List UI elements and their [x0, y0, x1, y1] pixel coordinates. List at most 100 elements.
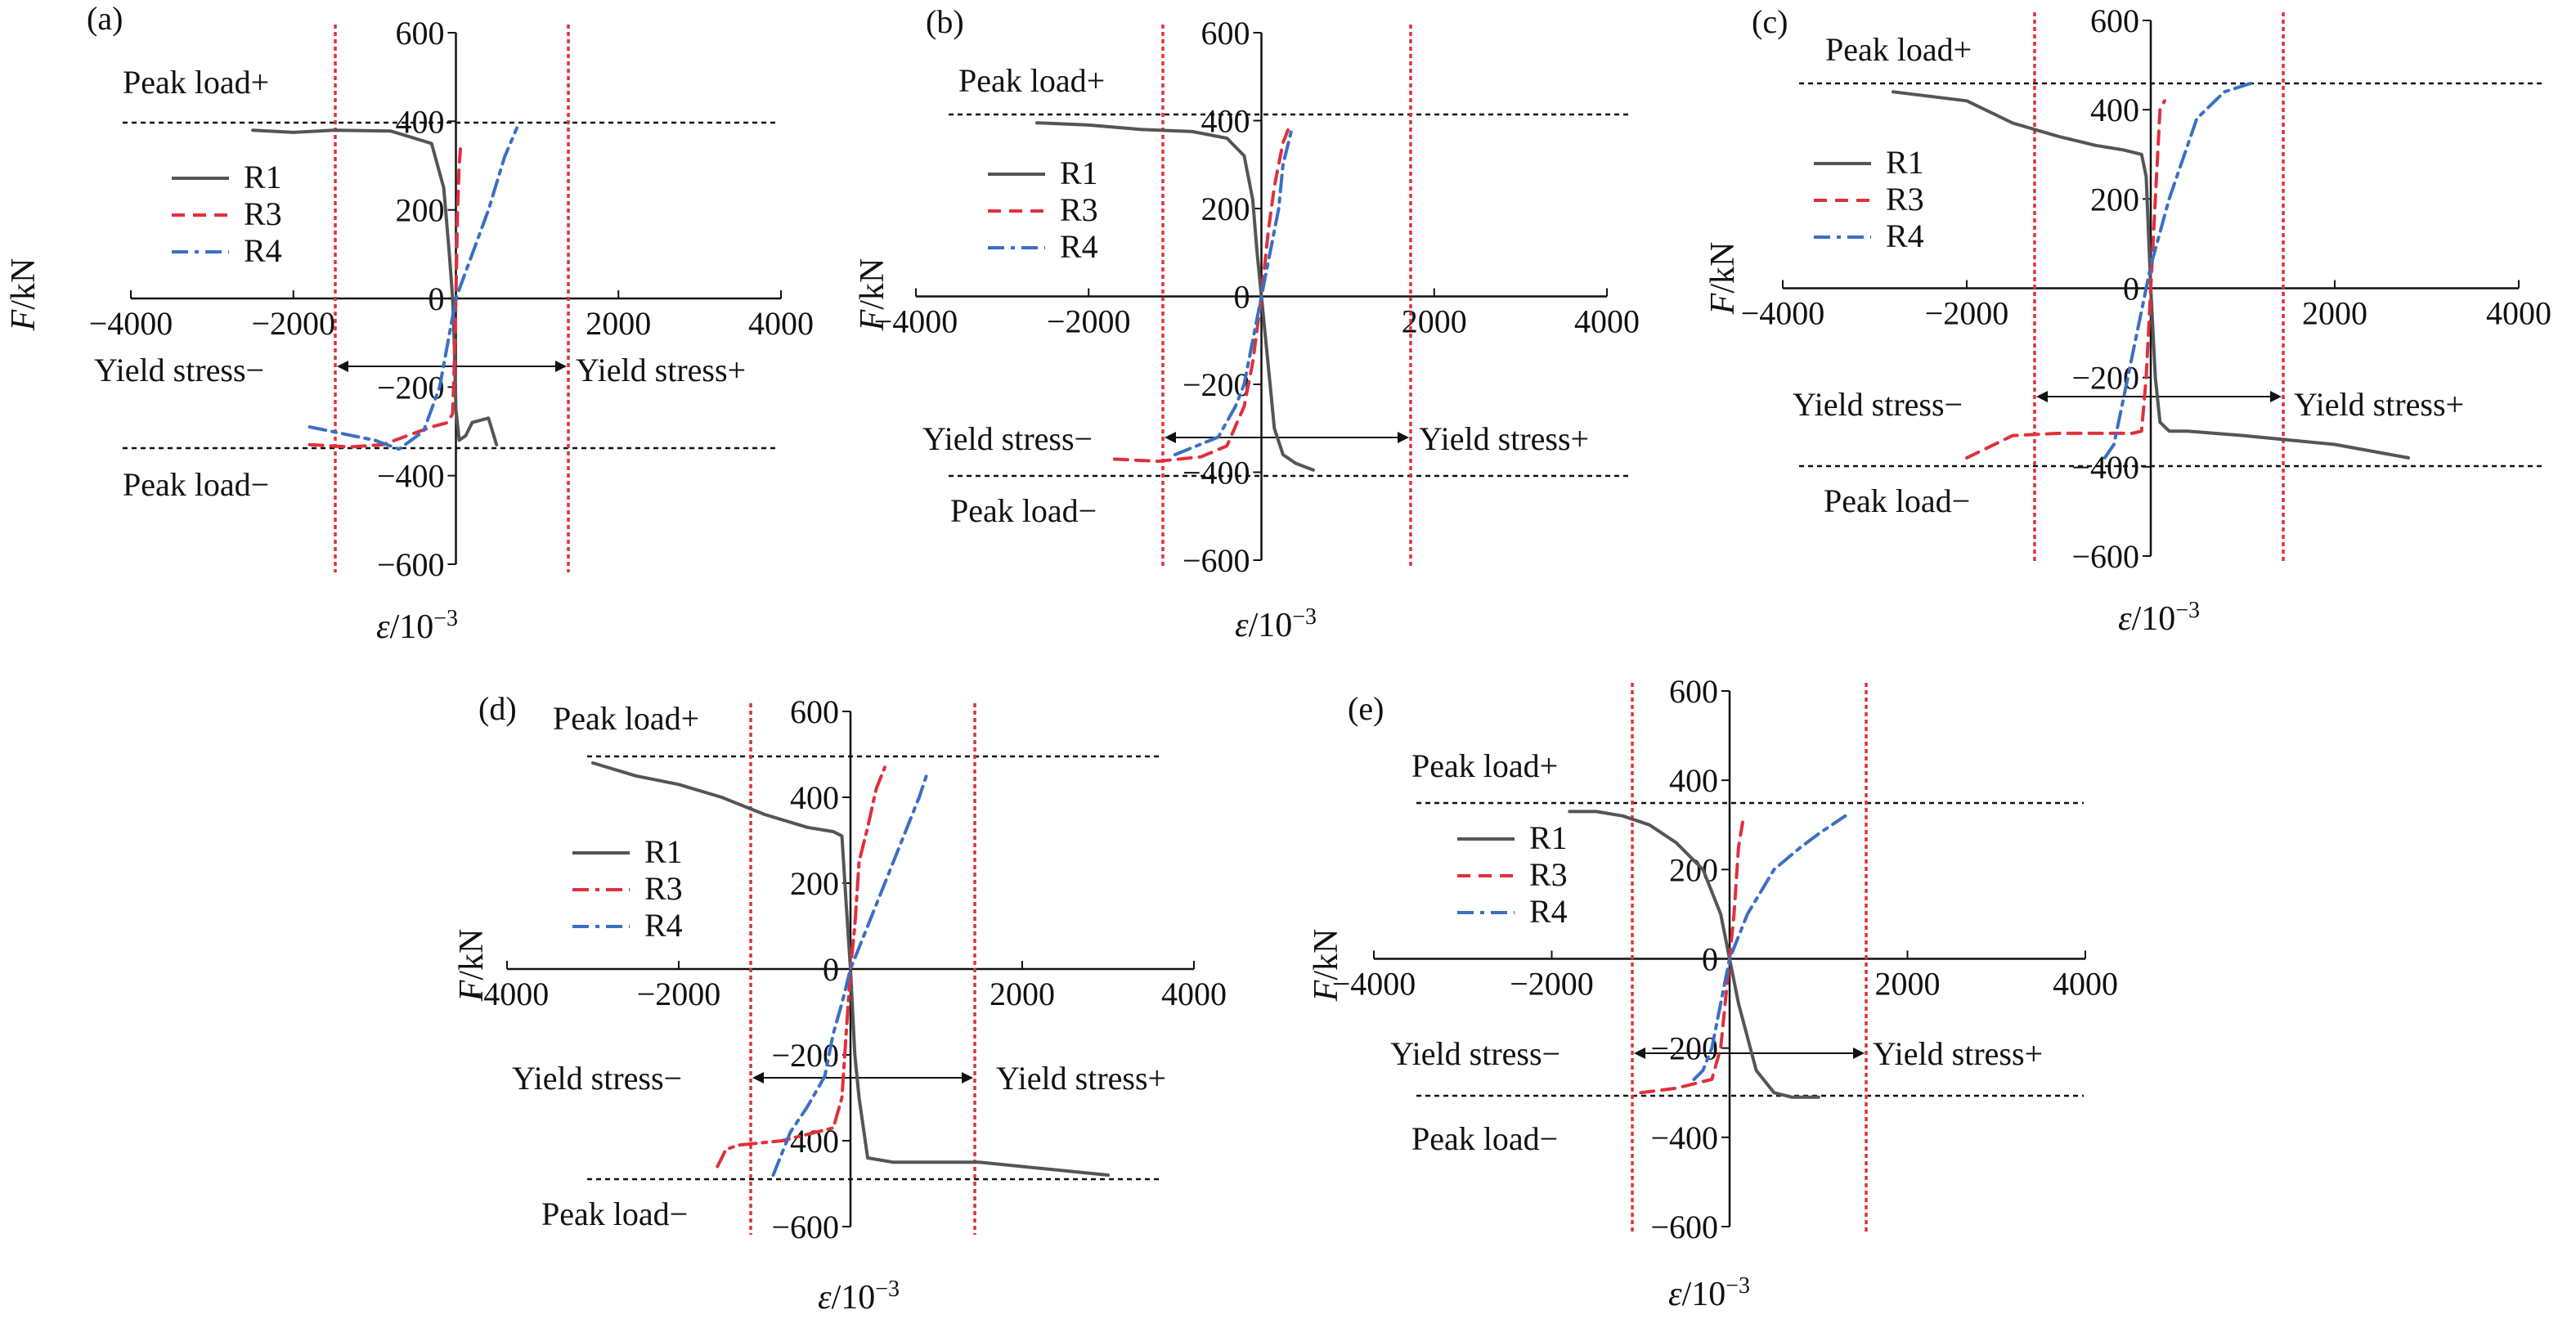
x-tick-label: −4000: [874, 303, 958, 340]
series-line-r1: [1568, 810, 1820, 1099]
legend-label-r4: R4: [1886, 218, 1924, 254]
legend-label-r4: R4: [1529, 893, 1568, 930]
y-tick-label: 400: [2090, 92, 2139, 128]
y-tick-label: −400: [1650, 1119, 1718, 1156]
panel-label: (b): [926, 3, 964, 40]
yield-stress-neg-label: Yield stress−: [1390, 1035, 1560, 1072]
y-tick-label: −600: [771, 1209, 839, 1245]
y-tick-label: 0: [429, 280, 445, 317]
x-tick-label: 2000: [1875, 966, 1941, 1003]
arrowhead-left-icon: [337, 361, 348, 372]
arrowhead-right-icon: [1398, 432, 1409, 443]
peak-load-pos-label: Peak load+: [553, 700, 699, 737]
legend-label-r1: R1: [1529, 819, 1568, 856]
x-tick-label: 2000: [586, 305, 651, 342]
y-axis-label: F/kN: [1704, 242, 1742, 316]
peak-load-pos-label: Peak load+: [1411, 747, 1558, 784]
y-tick-label: 400: [790, 779, 839, 816]
y-tick-label: 600: [1669, 673, 1718, 710]
panel-label: (e): [1348, 690, 1384, 727]
legend-label-r3: R3: [644, 870, 683, 907]
y-tick-label: 200: [396, 192, 445, 229]
peak-load-pos-label: Peak load+: [958, 62, 1105, 99]
y-axis-label: F/kN: [453, 929, 491, 1003]
x-tick-label: −2000: [1047, 303, 1131, 340]
arrowhead-left-icon: [1165, 432, 1176, 443]
peak-load-neg-label: Peak load−: [123, 466, 269, 503]
y-axis-label: F/kN: [854, 258, 891, 332]
y-tick-label: −200: [377, 369, 445, 406]
series-line-r3: [1112, 123, 1292, 464]
y-tick-label: 600: [790, 693, 839, 730]
series-line-r3: [1639, 819, 1745, 1095]
x-axis-label: ε/10−3: [1668, 1273, 1750, 1314]
series-line-r1: [591, 761, 1110, 1177]
y-tick-label: 600: [2090, 2, 2139, 39]
y-tick-label: 400: [1669, 762, 1718, 799]
peak-load-neg-label: Peak load−: [541, 1196, 688, 1232]
panel-label: (a): [87, 0, 123, 37]
x-tick-label: −2000: [637, 976, 721, 1012]
peak-load-pos-label: Peak load+: [1825, 31, 1972, 68]
series-line-r3: [1965, 99, 2166, 460]
x-tick-label: 2000: [990, 976, 1055, 1012]
x-tick-label: 2000: [2302, 295, 2367, 332]
legend-label-r1: R1: [244, 159, 282, 195]
legend-label-r4: R4: [244, 232, 282, 269]
peak-load-neg-label: Peak load−: [1411, 1120, 1558, 1157]
x-axis-label: ε/10−3: [818, 1276, 900, 1317]
yield-stress-neg-label: Yield stress−: [1793, 386, 1963, 423]
arrowhead-right-icon: [2270, 391, 2282, 402]
series-line-r4: [1173, 128, 1294, 456]
yield-stress-neg-label: Yield stress−: [512, 1060, 682, 1097]
y-tick-label: 0: [2123, 271, 2139, 307]
y-tick-label: −400: [377, 458, 445, 495]
legend-label-r1: R1: [1886, 144, 1924, 181]
x-tick-label: −4000: [465, 976, 550, 1012]
peak-load-neg-label: Peak load−: [950, 492, 1097, 529]
arrowhead-left-icon: [752, 1072, 764, 1083]
panel-label: (c): [1752, 3, 1788, 40]
y-tick-label: 200: [790, 865, 839, 902]
y-tick-label: 200: [1669, 851, 1718, 888]
legend-label-r1: R1: [644, 833, 683, 870]
yield-stress-neg-label: Yield stress−: [94, 352, 264, 388]
y-tick-label: −600: [2071, 538, 2139, 575]
yield-stress-neg-label: Yield stress−: [922, 420, 1093, 457]
y-tick-label: 0: [823, 951, 839, 988]
panel-label: (d): [478, 690, 517, 727]
series-line-r4: [1692, 814, 1847, 1081]
y-tick-label: −400: [1183, 455, 1250, 491]
series-line-r4: [307, 126, 518, 451]
x-tick-label: 4000: [1574, 303, 1640, 340]
series-line-r4: [771, 769, 930, 1177]
x-axis-label: ε/10−3: [376, 606, 458, 647]
y-axis-label: F/kN: [5, 258, 43, 332]
x-tick-label: −2000: [1925, 295, 2009, 332]
y-tick-label: −600: [1650, 1209, 1718, 1245]
yield-stress-pos-label: Yield stress+: [996, 1060, 1166, 1097]
legend-label-r4: R4: [1060, 228, 1098, 265]
y-tick-label: 600: [1201, 15, 1250, 52]
y-tick-label: −600: [1183, 542, 1250, 579]
x-tick-label: −4000: [1332, 966, 1416, 1003]
arrowhead-left-icon: [2036, 391, 2048, 402]
legend-label-r3: R3: [1886, 181, 1924, 218]
yield-stress-pos-label: Yield stress+: [2294, 386, 2464, 423]
y-axis-label: F/kN: [1308, 929, 1345, 1003]
arrowhead-right-icon: [1853, 1048, 1865, 1059]
x-tick-label: −4000: [1741, 295, 1825, 332]
yield-stress-pos-label: Yield stress+: [1873, 1035, 2043, 1072]
x-tick-label: 4000: [2486, 295, 2551, 332]
series-line-r3: [307, 141, 463, 449]
arrowhead-right-icon: [555, 361, 567, 372]
y-tick-label: −600: [377, 546, 445, 583]
x-tick-label: −2000: [251, 305, 335, 342]
peak-load-pos-label: Peak load+: [123, 64, 269, 101]
y-tick-label: −200: [2071, 360, 2139, 397]
